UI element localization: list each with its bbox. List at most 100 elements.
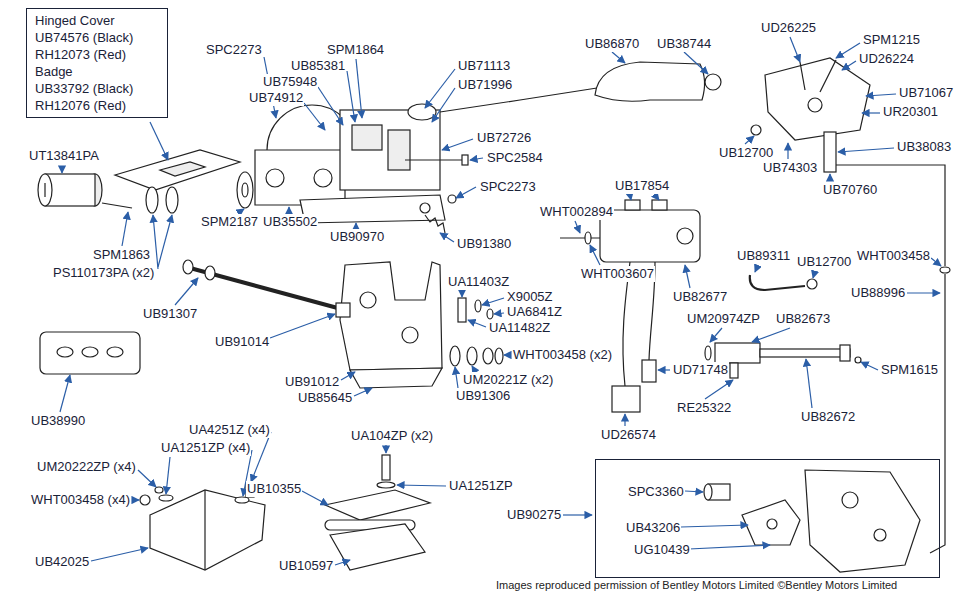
part-number: SPC2273 (205, 42, 263, 58)
part-number: UB74576 (Black) (35, 29, 133, 46)
part-number: RE25322 (676, 400, 732, 416)
leader-line (829, 174, 830, 181)
leader-line (468, 320, 486, 327)
leader-line (175, 278, 198, 305)
leader-line (931, 258, 941, 266)
leader-line (755, 265, 758, 272)
bracket-plate (150, 490, 265, 570)
motor-cap (625, 200, 640, 210)
leader-line (482, 298, 504, 305)
washer (377, 482, 395, 488)
screw (855, 357, 861, 363)
leader-lines (60, 37, 941, 565)
leader-line (318, 87, 343, 125)
part-number: WHT003458 (856, 248, 931, 264)
part-number: UA6841Z (506, 304, 563, 320)
washer (475, 300, 481, 312)
leader-line (355, 223, 356, 228)
leader-line (425, 69, 455, 108)
part-number: UB75948 (262, 74, 318, 90)
part-number: UT13841PA (28, 148, 100, 164)
bolt (405, 159, 466, 160)
leader-line (302, 491, 328, 505)
leader-line (624, 414, 625, 426)
part-number: UB12700 (718, 145, 774, 161)
leader-line (385, 445, 386, 453)
part-number: UB10597 (278, 558, 334, 574)
box-heading: Hinged Cover (35, 12, 115, 29)
leader-line (455, 367, 458, 388)
frame-hole (266, 169, 284, 187)
leader-line (842, 61, 856, 70)
part-number: UB82672 (800, 409, 856, 425)
leader-line (575, 221, 580, 233)
part-number: UG10439 (633, 542, 691, 558)
ring (146, 187, 158, 213)
washer (159, 495, 173, 501)
part-number: UB91380 (456, 236, 512, 252)
part-number: UB91012 (284, 374, 340, 390)
part-number: UB74303 (762, 160, 818, 176)
bush-end (704, 484, 712, 500)
leader-line (456, 187, 476, 198)
lower-bracket (300, 195, 445, 223)
leader-line (341, 372, 355, 380)
part-number: UB85645 (297, 390, 353, 406)
screw (560, 237, 600, 238)
leader-line (91, 548, 148, 561)
part-number: UB72726 (476, 130, 532, 146)
bracket-hole (360, 292, 376, 308)
part-number: UB70760 (822, 182, 878, 198)
part-number: UB35502 (262, 214, 318, 230)
leader-line (866, 94, 896, 96)
washer (237, 172, 253, 208)
long-rod (930, 274, 945, 553)
leader-line (684, 52, 708, 74)
key-slot (44, 183, 45, 197)
leader-line (397, 485, 446, 486)
nut (807, 279, 817, 289)
nut (940, 267, 950, 273)
leader-line (806, 359, 812, 408)
bent-rod (750, 275, 805, 290)
bracket-fold (204, 490, 205, 570)
part-number: SPC2584 (486, 150, 544, 166)
motor-cap (652, 200, 667, 210)
part-number: UB33792 (Black) (35, 80, 133, 97)
leader-line (752, 328, 790, 342)
frame-hole (314, 169, 332, 187)
leader-line (354, 388, 372, 396)
leader-line (705, 380, 733, 399)
part-number: UA4251Z (x4) (188, 422, 271, 438)
sleeve (715, 343, 760, 363)
gear (705, 74, 721, 90)
latch-hole (874, 529, 886, 541)
leader-line (590, 245, 600, 265)
part-number: SPM1215 (862, 32, 921, 48)
spring (425, 215, 445, 233)
bracket-hole (402, 327, 418, 343)
motor (560, 200, 700, 412)
leader-line (655, 195, 659, 200)
leader-line (907, 292, 940, 293)
part-number: UD26574 (600, 427, 657, 443)
cover-plate (115, 150, 240, 190)
bolt (382, 455, 390, 480)
part-number: UD26224 (858, 51, 915, 67)
part-number: WHT003458 (x4) (30, 492, 131, 508)
cylinder-face (38, 174, 52, 206)
part-number: PS110173PA (x2) (52, 265, 155, 281)
pad-hole (57, 347, 73, 357)
hinge-plate (330, 524, 425, 570)
washer (450, 346, 460, 366)
part-number: UB88996 (850, 285, 906, 301)
leader-line (60, 375, 70, 412)
leader-line (681, 525, 748, 527)
washer (487, 309, 493, 319)
lever-hood (595, 62, 705, 101)
part-number: UM20221Z (x2) (462, 372, 554, 388)
washer (235, 497, 249, 503)
latch-plate (805, 470, 920, 572)
part-number: SPM1863 (92, 247, 151, 263)
